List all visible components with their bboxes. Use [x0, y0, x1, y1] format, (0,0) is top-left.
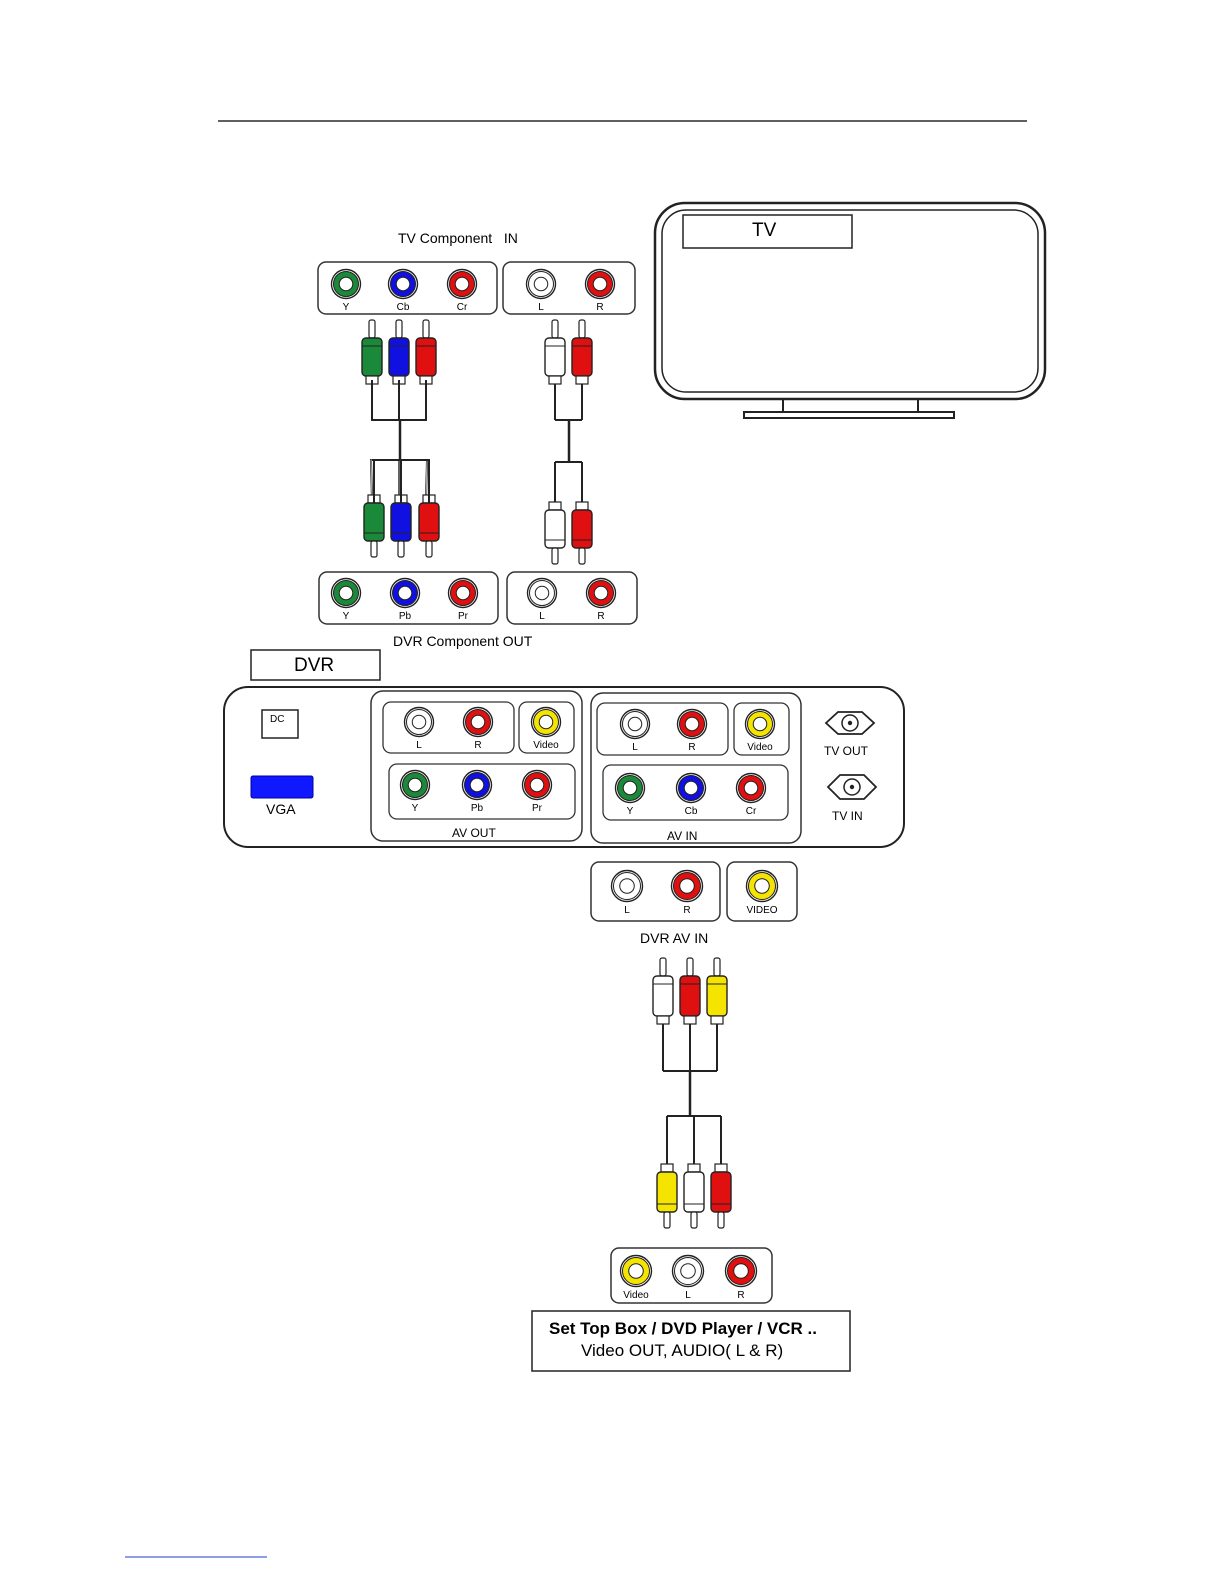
component-plug-top-1	[389, 320, 409, 384]
comp-out-y-label: Y	[343, 611, 350, 622]
tv-component-in-panel: Y Cb Cr L R	[318, 262, 635, 314]
dvr-av-in-title: DVR AV IN	[640, 930, 708, 946]
av-in-y-label: Y	[627, 806, 634, 817]
av-out-video-label: Video	[533, 740, 559, 751]
av-plug-bottom-0	[657, 1164, 677, 1228]
av-in-audio-l-label: L	[632, 742, 638, 753]
av-in-video-jack: Video	[746, 710, 775, 754]
source-device-box: Set Top Box / DVD Player / VCR .. Video …	[532, 1311, 850, 1371]
source-jack-panel: Video L R	[611, 1248, 772, 1303]
comp-out-pb-label: Pb	[399, 611, 412, 622]
comp-out-audio-l-label: L	[539, 611, 545, 622]
component-plug-bottom-0	[364, 495, 384, 557]
dvr-label: DVR	[294, 655, 334, 676]
dc-label: DC	[270, 714, 284, 725]
tv-illustration: TV	[655, 203, 1045, 418]
tv-component-in-title: TV Component IN	[398, 230, 518, 246]
tv-out-rf-jack	[826, 712, 874, 734]
av-plug-bottom-2	[711, 1164, 731, 1228]
tv-in-y-label: Y	[343, 302, 350, 313]
tv-in-audio-l-label: L	[538, 302, 544, 313]
vga-label: VGA	[266, 801, 296, 817]
av-out-pb-label: Pb	[471, 803, 484, 814]
av-plug-top-2	[707, 958, 727, 1024]
source-l-label: L	[685, 1290, 691, 1301]
tv-label: TV	[752, 220, 777, 241]
av-out-title: AV OUT	[452, 826, 496, 840]
audio-plug-bottom-0	[545, 502, 565, 564]
dvr-av-in-r-label: R	[683, 905, 690, 916]
component-plug-bottom-1	[391, 495, 411, 557]
av-out-pr-label: Pr	[532, 803, 543, 814]
av-in-video-label: Video	[747, 742, 773, 753]
source-subtitle: Video OUT, AUDIO( L & R)	[581, 1341, 783, 1360]
component-plug-bottom-2	[419, 495, 439, 557]
av-in-audio-r-label: R	[688, 742, 695, 753]
tv-in-cb-label: Cb	[397, 302, 410, 313]
tv-in-rf-jack	[828, 775, 876, 799]
audio-plug-top-0	[545, 320, 565, 384]
audio-plug-bottom-1	[572, 502, 592, 564]
audio-plug-top-1	[572, 320, 592, 384]
av-out-audio-r-label: R	[474, 740, 481, 751]
av-in-title: AV IN	[667, 829, 697, 843]
tv-in-audio-r-label: R	[596, 302, 603, 313]
dvr-component-out-title: DVR Component OUT	[393, 633, 533, 649]
vga-port	[251, 776, 313, 798]
av-cables	[653, 958, 731, 1228]
av-in-cb-label: Cb	[685, 806, 698, 817]
dvr-av-in-l-label: L	[624, 905, 630, 916]
av-plug-top-1	[680, 958, 700, 1024]
source-video-jack: Video	[621, 1256, 652, 1302]
source-r-label: R	[737, 1290, 744, 1301]
dvr-av-in-video-label: VIDEO	[746, 905, 777, 916]
component-cables	[362, 320, 592, 564]
av-out-audio-l-label: L	[416, 740, 422, 751]
component-plug-top-2	[416, 320, 436, 384]
av-out-y-label: Y	[412, 803, 419, 814]
tv-in-label: TV IN	[832, 809, 863, 823]
tv-in-cr-label: Cr	[457, 302, 468, 313]
dvr-av-in-video-jack: VIDEO	[746, 871, 777, 917]
av-out-video-jack: Video	[532, 708, 561, 752]
dvr-component-out-panel: Y Pb Pr L R	[319, 572, 637, 624]
component-plug-top-0	[362, 320, 382, 384]
comp-out-pr-label: Pr	[458, 611, 469, 622]
comp-out-audio-r-label: R	[597, 611, 604, 622]
av-in-cr-label: Cr	[746, 806, 757, 817]
dvr-av-in-panel: L R VIDEO	[591, 862, 797, 921]
source-video-label: Video	[623, 1290, 649, 1301]
source-title: Set Top Box / DVD Player / VCR ..	[549, 1319, 817, 1338]
tv-out-label: TV OUT	[824, 744, 869, 758]
av-plug-top-0	[653, 958, 673, 1024]
av-plug-bottom-1	[684, 1164, 704, 1228]
